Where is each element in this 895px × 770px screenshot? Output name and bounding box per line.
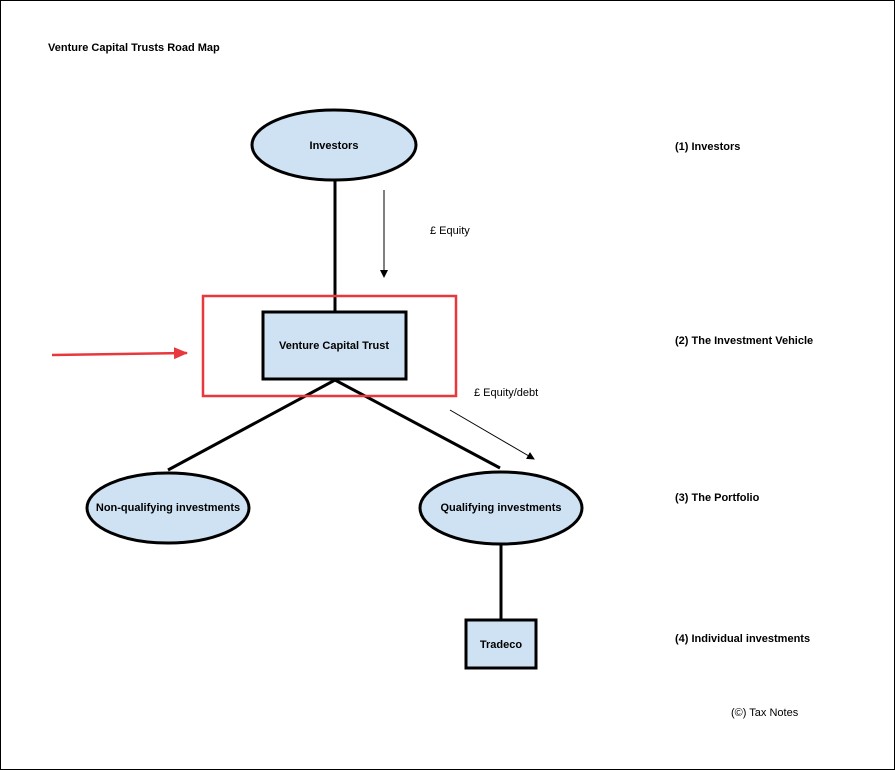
tradeco-label: Tradeco bbox=[480, 639, 522, 651]
highlight-arrow bbox=[51, 347, 188, 360]
copyright-credit: (©) Tax Notes bbox=[731, 707, 799, 719]
connector-vct-qualifying bbox=[334, 378, 501, 470]
highlight-box bbox=[201, 294, 458, 398]
non-qualifying-node bbox=[85, 471, 251, 545]
equity-debt-flow-label: £ Equity/debt bbox=[474, 387, 539, 399]
investors-label: Investors bbox=[310, 140, 359, 152]
level-label-2: (2) The Investment Vehicle bbox=[675, 335, 814, 347]
level-label-1: (1) Investors bbox=[675, 141, 741, 153]
equity-debt-flow-arrow bbox=[449, 409, 535, 460]
vct-node bbox=[261, 310, 408, 381]
qualifying-node bbox=[418, 470, 584, 546]
tradeco-node bbox=[464, 618, 538, 670]
equity-flow-label: £ Equity bbox=[430, 225, 470, 237]
connector-vct-nonqualifying bbox=[167, 378, 336, 472]
non-qualifying-label: Non-qualifying investments bbox=[96, 502, 240, 514]
level-label-4: (4) Individual investments bbox=[675, 633, 811, 645]
level-label-3: (3) The Portfolio bbox=[675, 492, 760, 504]
investors-node bbox=[250, 108, 418, 182]
vct-label: Venture Capital Trust bbox=[279, 340, 389, 352]
qualifying-label: Qualifying investments bbox=[440, 502, 561, 514]
diagram-title: Venture Capital Trusts Road Map bbox=[48, 42, 220, 54]
